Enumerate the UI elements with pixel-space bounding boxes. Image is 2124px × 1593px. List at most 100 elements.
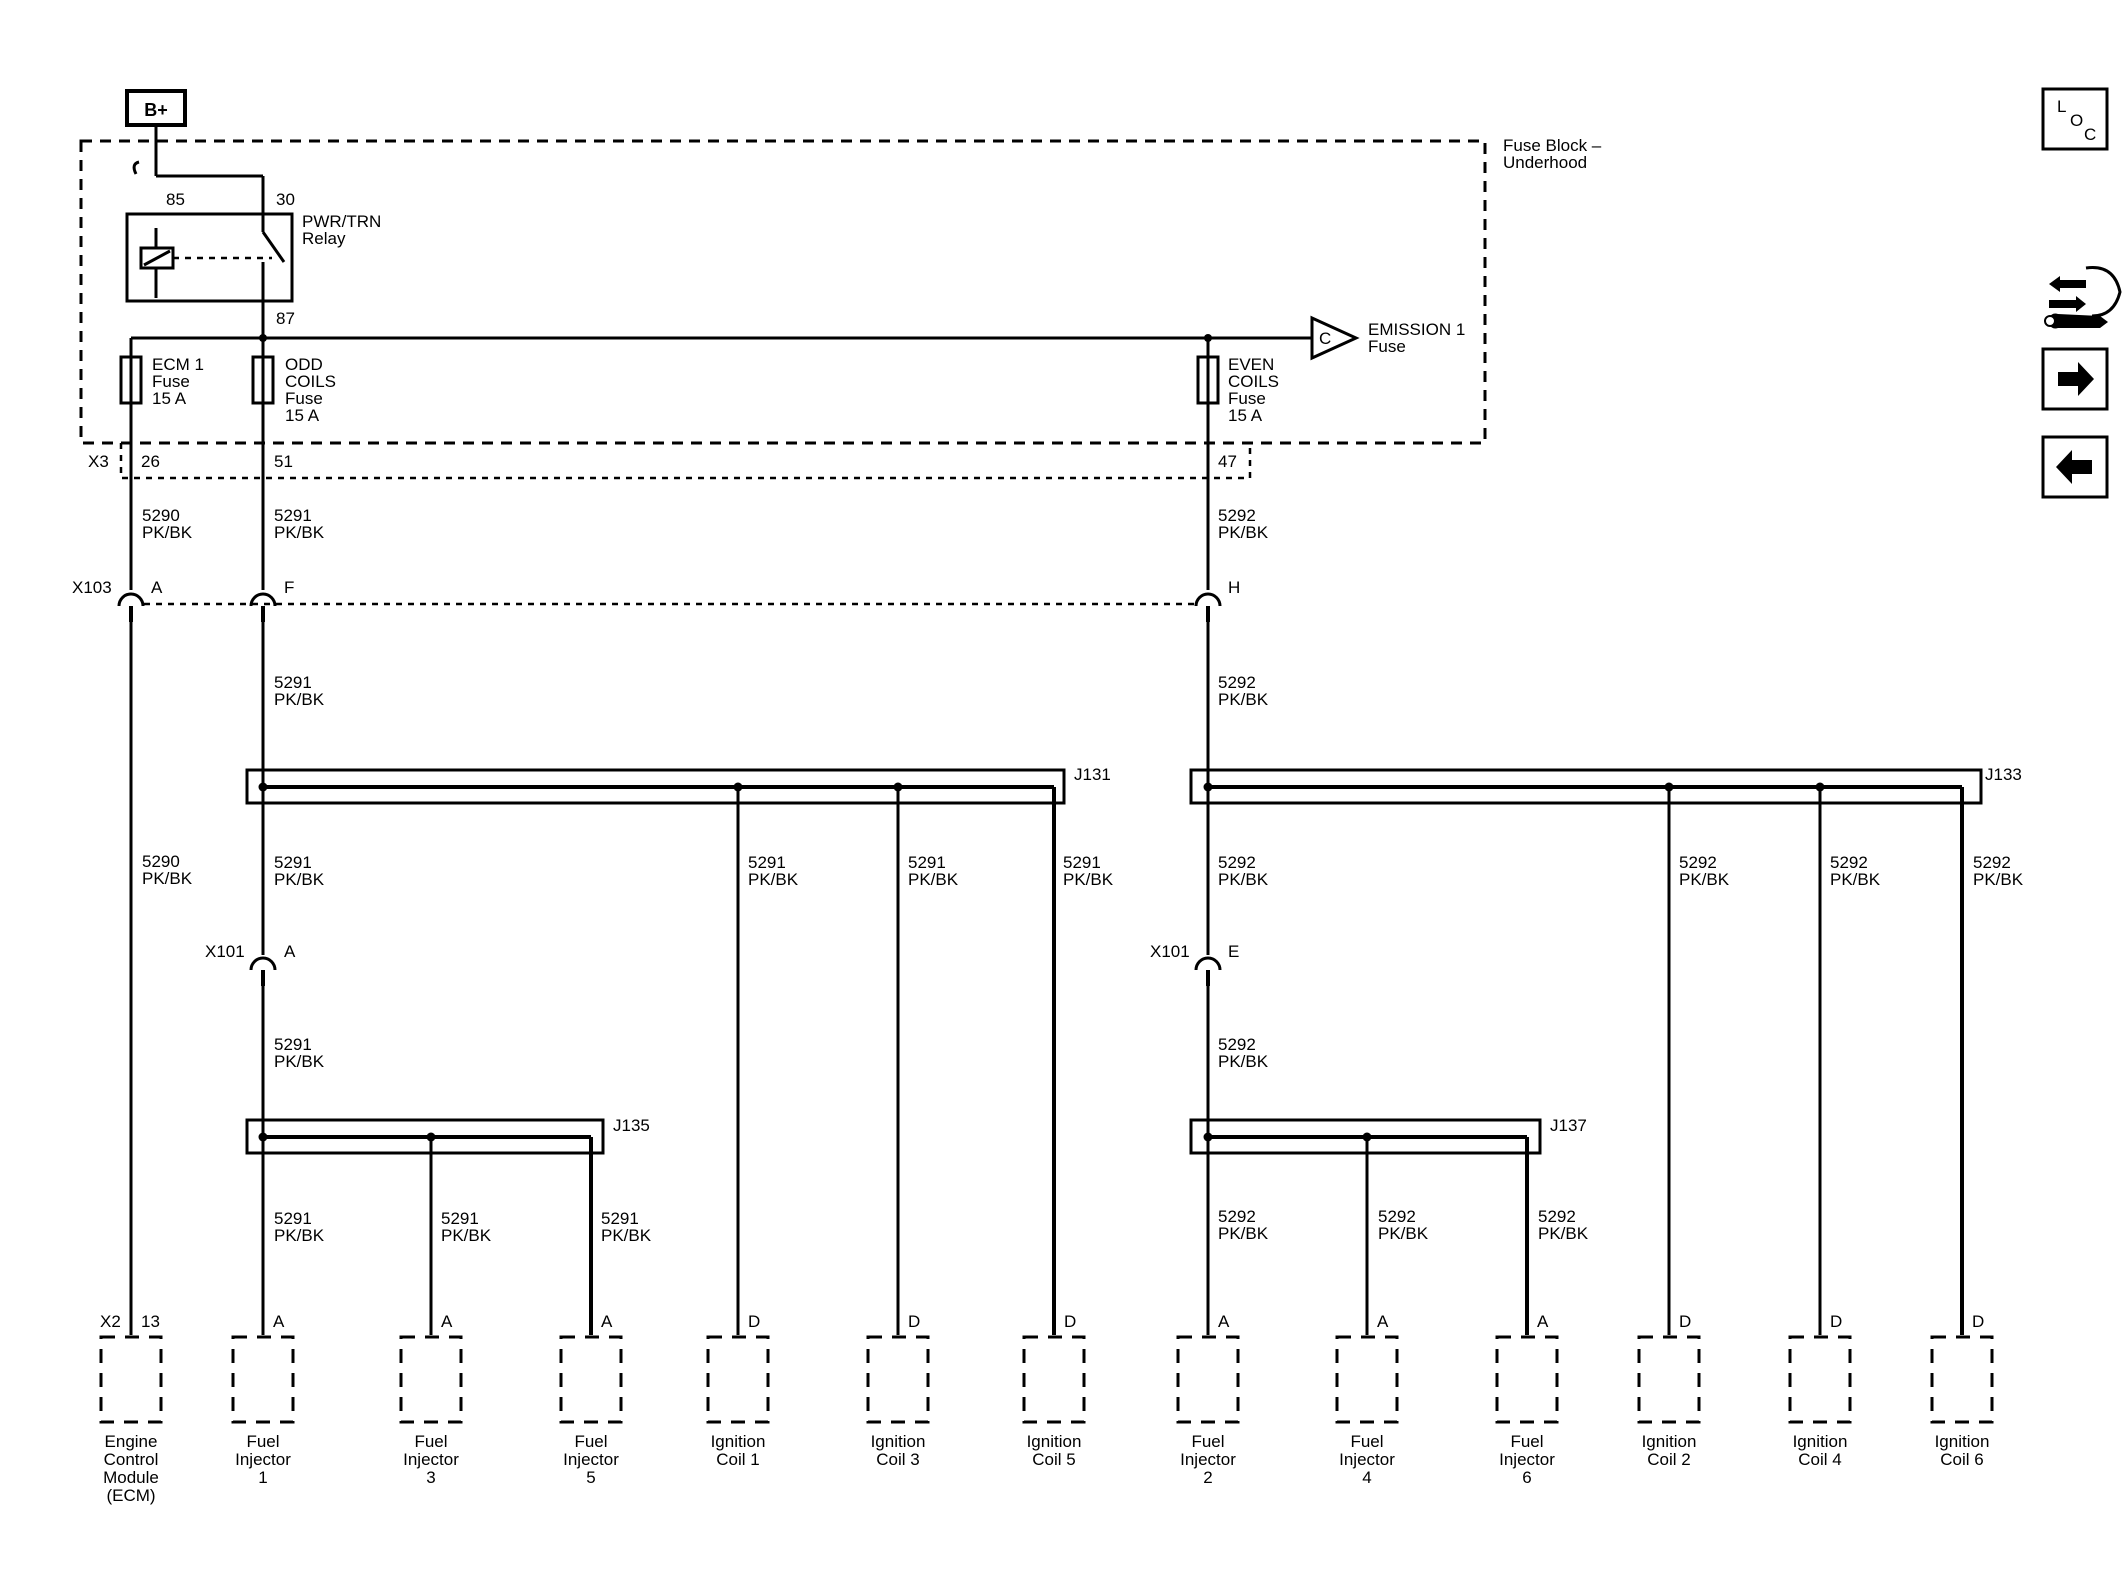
svg-text:5292: 5292 [1973,853,2011,872]
component-label: Injector [1339,1450,1395,1469]
component-pin: D [1679,1312,1691,1331]
svg-text:15 A: 15 A [1228,406,1263,425]
svg-text:Fuse: Fuse [1228,389,1266,408]
svg-text:PK/BK: PK/BK [1830,870,1881,889]
component-label: Control [104,1450,159,1469]
svg-text:Fuse: Fuse [285,389,323,408]
loc-button[interactable]: L O C [2041,87,2109,151]
relay-name-1: PWR/TRN [302,212,381,231]
component-label: Ignition [1642,1432,1697,1451]
component-label: Ignition [871,1432,926,1451]
component-label: Ignition [1027,1432,1082,1451]
relay-pin-85: 85 [166,190,185,209]
component-pin: A [273,1312,285,1331]
svg-text:PK/BK: PK/BK [142,523,193,542]
svg-text:5292: 5292 [1679,853,1717,872]
component-label: Ignition [711,1432,766,1451]
component-pin: A [441,1312,453,1331]
svg-text:J135: J135 [613,1116,650,1135]
svg-text:H: H [1228,578,1240,597]
svg-text:5290: 5290 [142,852,180,871]
component-label: Coil 5 [1032,1450,1075,1469]
svg-text:ECM 1: ECM 1 [152,355,204,374]
pwr-trn-relay: 85 30 87 PWR/TRN Relay [125,174,381,338]
svg-text:5291: 5291 [601,1209,639,1228]
component-label: 3 [426,1468,435,1487]
svg-text:5291: 5291 [274,853,312,872]
svg-text:C: C [2084,125,2096,144]
relay-name-2: Relay [302,229,346,248]
svg-text:J137: J137 [1550,1116,1587,1135]
connector-view-icon[interactable] [2044,266,2122,329]
svg-text:PK/BK: PK/BK [1218,690,1269,709]
prev-button[interactable] [2041,435,2109,499]
component-label: 4 [1362,1468,1371,1487]
svg-text:ODD: ODD [285,355,323,374]
component-label: Fuel [1350,1432,1383,1451]
b-plus-source: B+ [125,89,187,127]
x2-label: X2 [100,1312,121,1331]
component-pin: A [601,1312,613,1331]
splice-j135: J135 [245,1116,650,1155]
svg-text:COILS: COILS [285,372,336,391]
component-label: Coil 1 [716,1450,759,1469]
svg-text:5292: 5292 [1218,673,1256,692]
component-label: Coil 6 [1940,1450,1983,1469]
component-label: 2 [1203,1468,1212,1487]
splice-j133: J133 [1189,765,2022,805]
component-label: Fuel [414,1432,447,1451]
svg-text:A: A [284,942,296,961]
component-label: Coil 2 [1647,1450,1690,1469]
fuse-ecm-1: ECM 1 Fuse 15 A [119,355,204,408]
svg-text:5292: 5292 [1830,853,1868,872]
component-label: Injector [563,1450,619,1469]
svg-text:PK/BK: PK/BK [441,1226,492,1245]
svg-text:A: A [151,578,163,597]
svg-text:O: O [2070,111,2083,130]
svg-text:PK/BK: PK/BK [1218,1052,1269,1071]
component-label: Injector [1180,1450,1236,1469]
arrow-right-icon [2058,362,2094,396]
fuse-even-coils: EVEN COILS Fuse 15 A [1196,355,1279,425]
fuse-odd-coils: ODD COILS Fuse 15 A [251,355,336,425]
component-label: Fuel [1191,1432,1224,1451]
svg-text:PK/BK: PK/BK [274,1226,325,1245]
svg-text:PK/BK: PK/BK [274,690,325,709]
svg-text:15 A: 15 A [152,389,187,408]
component-label: Coil 3 [876,1450,919,1469]
svg-text:26: 26 [141,452,160,471]
svg-text:PK/BK: PK/BK [1063,870,1114,889]
svg-text:PK/BK: PK/BK [748,870,799,889]
emission-1-reference: C EMISSION 1 Fuse [1310,315,1465,361]
svg-text:L: L [2057,97,2066,116]
svg-text:PK/BK: PK/BK [1218,1224,1269,1243]
svg-text:X101: X101 [205,942,245,961]
svg-text:5290: 5290 [142,506,180,525]
component-pin: D [1972,1312,1984,1331]
component-label: (ECM) [106,1486,155,1505]
svg-text:PK/BK: PK/BK [274,870,325,889]
next-button[interactable] [2041,347,2109,411]
component-label: Engine [105,1432,158,1451]
svg-text:5292: 5292 [1538,1207,1576,1226]
svg-text:J133: J133 [1985,765,2022,784]
component-label: Fuel [246,1432,279,1451]
svg-text:PK/BK: PK/BK [142,869,193,888]
component-label: Fuel [574,1432,607,1451]
emission-name: EMISSION 1 [1368,320,1465,339]
component-label: Module [103,1468,159,1487]
svg-text:J131: J131 [1074,765,1111,784]
component-label: Coil 4 [1798,1450,1841,1469]
svg-text:5292: 5292 [1218,1207,1256,1226]
component-label: Injector [235,1450,291,1469]
component-pin: D [908,1312,920,1331]
arrow-left-icon [2056,450,2092,484]
